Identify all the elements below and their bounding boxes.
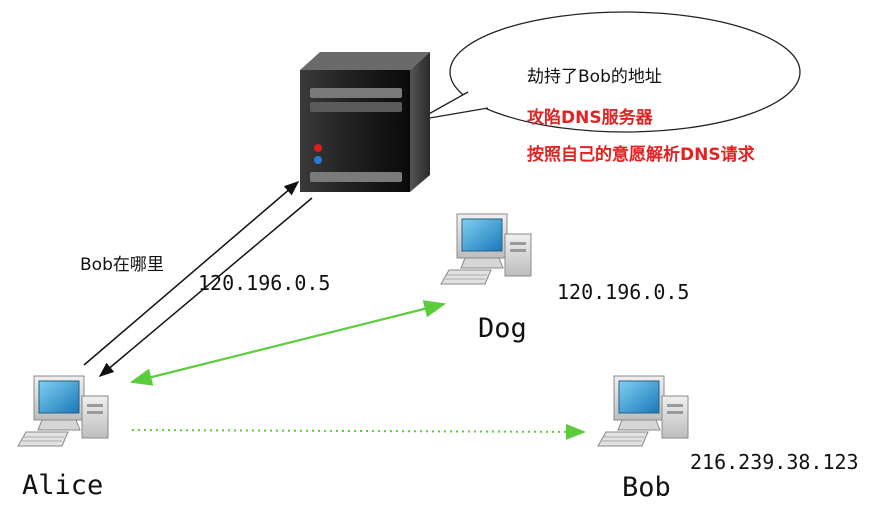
hijacked-connection-arrow xyxy=(129,300,447,386)
dog-computer-icon xyxy=(440,213,532,285)
bubble-line-hijack: 劫持了Bob的地址 xyxy=(527,67,662,87)
speech-bubble xyxy=(417,11,801,133)
dog-ip: 120.196.0.5 xyxy=(557,280,690,304)
intended-connection-arrow xyxy=(131,423,586,440)
bob-computer-icon xyxy=(597,375,689,447)
alice-name: Alice xyxy=(22,470,104,501)
alice-computer-icon xyxy=(17,375,109,447)
bob-ip: 216.239.38.123 xyxy=(690,450,859,474)
dog-name: Dog xyxy=(478,313,527,344)
bubble-line-resolve: 按照自己的意愿解析DNS请求 xyxy=(527,145,755,165)
bob-name: Bob xyxy=(622,472,671,503)
query-arrow xyxy=(83,181,300,366)
bubble-line-compromise: 攻陷DNS服务器 xyxy=(527,108,653,128)
dns-server-icon xyxy=(300,52,430,192)
dns-answer-ip: 120.196.0.5 xyxy=(198,271,331,295)
query-label: Bob在哪里 xyxy=(80,255,164,275)
